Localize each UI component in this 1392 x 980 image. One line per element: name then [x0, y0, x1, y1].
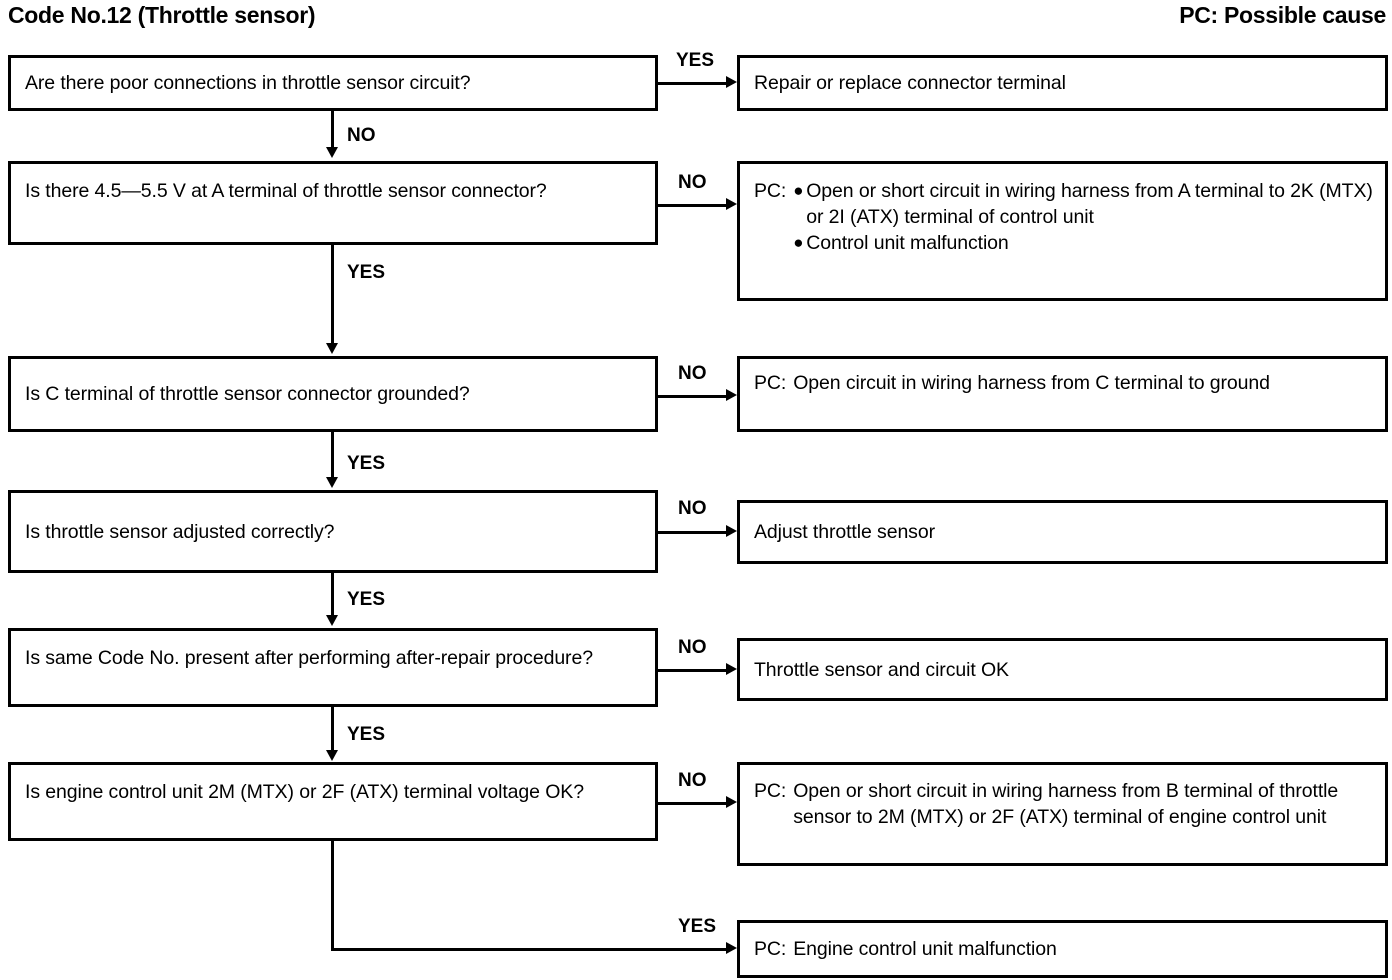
result-box-5-text: Throttle sensor and circuit OK [754, 658, 1009, 681]
branch-label-yes-1: YES [676, 50, 715, 71]
result-box-6-pc-prefix: PC: [754, 780, 787, 802]
question-box-5[interactable]: Is same Code No. present after performin… [8, 628, 658, 707]
question-box-2-text: Is there 4.5—5.5 V at A terminal of thro… [25, 180, 547, 202]
question-box-6[interactable]: Is engine control unit 2M (MTX) or 2F (A… [8, 762, 658, 841]
result-box-6-text: Open or short circuit in wiring harness … [793, 780, 1339, 828]
question-box-5-text: Is same Code No. present after performin… [25, 647, 593, 669]
question-box-3-text: Is C terminal of throttle sensor connect… [25, 383, 470, 405]
question-box-1[interactable]: Are there poor connections in throttle s… [8, 55, 658, 111]
connector-v-3 [331, 432, 334, 479]
continue-label-yes-3: YES [347, 453, 386, 474]
question-box-2[interactable]: Is there 4.5—5.5 V at A terminal of thro… [8, 161, 658, 245]
page-title: Code No.12 (Throttle sensor) [8, 2, 316, 28]
result-box-final-text: Engine control unit malfunction [793, 938, 1057, 960]
result-box-2[interactable]: PC: ● Open or short circuit in wiring ha… [737, 161, 1388, 301]
connector-v-2 [331, 245, 334, 345]
connector-h-final [331, 948, 729, 951]
connector-h-5 [657, 669, 729, 672]
branch-label-no-2: NO [678, 172, 707, 193]
branch-label-no-6: NO [678, 770, 707, 791]
arrow-right-final [726, 942, 737, 954]
connector-v-5 [331, 707, 334, 752]
continue-label-yes-5: YES [347, 724, 386, 745]
result-box-1[interactable]: Repair or replace connector terminal [737, 55, 1388, 111]
arrow-down-5 [326, 750, 338, 761]
connector-h-3 [657, 395, 729, 398]
arrow-right-4 [726, 525, 737, 537]
branch-label-no-3: NO [678, 363, 707, 384]
result-box-final-pc-prefix: PC: [754, 938, 787, 960]
result-box-2-pc-prefix: PC: [754, 180, 787, 202]
question-box-1-text: Are there poor connections in throttle s… [25, 72, 471, 94]
branch-label-no-4: NO [678, 498, 707, 519]
arrow-down-1 [326, 147, 338, 158]
arrow-right-2 [726, 198, 737, 210]
arrow-right-6 [726, 796, 737, 808]
result-box-4-text: Adjust throttle sensor [754, 521, 935, 543]
continue-label-no-1: NO [347, 125, 376, 146]
question-box-6-text: Is engine control unit 2M (MTX) or 2F (A… [25, 781, 584, 803]
branch-label-no-5: NO [678, 637, 707, 658]
connector-v-4 [331, 573, 334, 617]
question-box-3[interactable]: Is C terminal of throttle sensor connect… [8, 356, 658, 432]
arrow-right-5 [726, 663, 737, 675]
result-box-2-bullet-2: Control unit malfunction [806, 232, 1009, 254]
arrow-right-1 [726, 76, 737, 88]
question-box-4-text: Is throttle sensor adjusted correctly? [25, 520, 335, 543]
arrow-down-2 [326, 343, 338, 354]
bullet-icon: ● [793, 233, 804, 252]
result-box-1-text: Repair or replace connector terminal [754, 72, 1066, 94]
result-box-3-pc-prefix: PC: [754, 372, 787, 394]
result-box-3[interactable]: PC: Open circuit in wiring harness from … [737, 356, 1388, 432]
result-box-2-bullet-1: Open or short circuit in wiring harness … [806, 180, 1373, 228]
arrow-down-3 [326, 477, 338, 488]
result-box-final[interactable]: PC: Engine control unit malfunction [737, 920, 1388, 978]
connector-h-2 [657, 204, 729, 207]
arrow-right-3 [726, 389, 737, 401]
connector-v-1 [331, 111, 334, 149]
result-box-3-text: Open circuit in wiring harness from C te… [793, 372, 1270, 394]
result-box-6[interactable]: PC: Open or short circuit in wiring harn… [737, 762, 1388, 866]
bullet-icon: ● [793, 181, 804, 200]
continue-label-yes-4: YES [347, 589, 386, 610]
result-box-5[interactable]: Throttle sensor and circuit OK [737, 638, 1388, 701]
connector-v-final [331, 841, 334, 951]
connector-h-6 [657, 802, 729, 805]
connector-h-1 [657, 82, 729, 85]
continue-label-yes-2: YES [347, 262, 386, 283]
result-box-4[interactable]: Adjust throttle sensor [737, 500, 1388, 564]
question-box-4[interactable]: Is throttle sensor adjusted correctly? [8, 490, 658, 573]
branch-label-yes-final: YES [678, 916, 717, 937]
legend-pc-caption: PC: Possible cause [1179, 2, 1386, 28]
connector-h-4 [657, 531, 729, 534]
arrow-down-4 [326, 615, 338, 626]
